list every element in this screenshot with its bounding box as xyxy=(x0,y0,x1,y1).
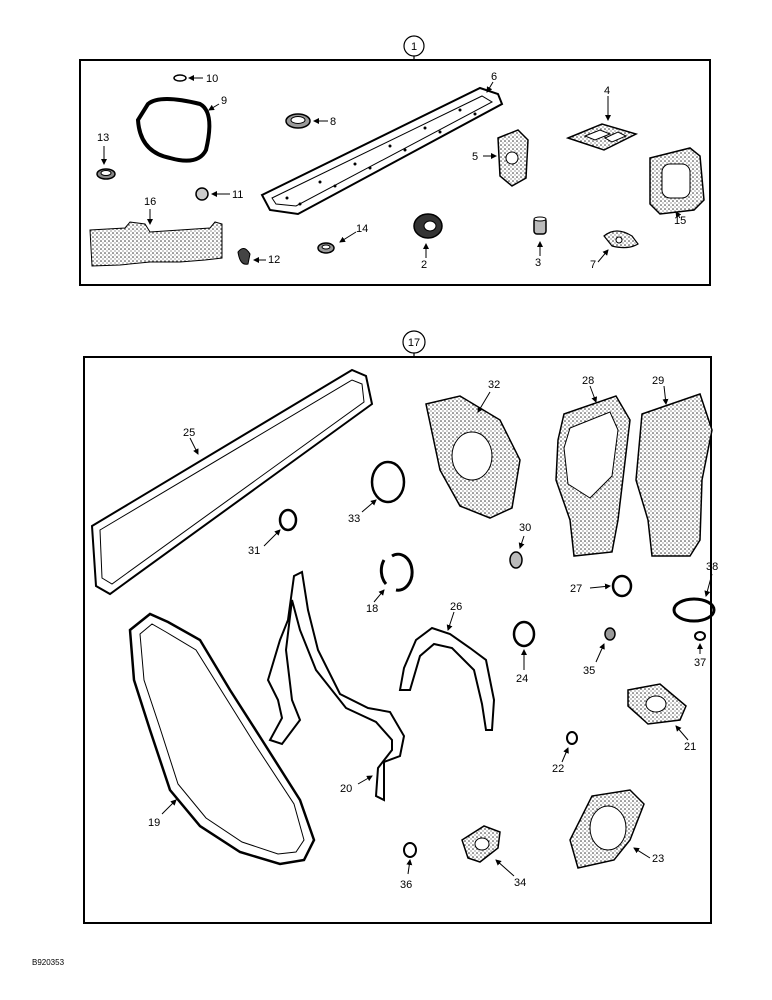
part-10-oring xyxy=(173,74,187,82)
callout-25: 25 xyxy=(183,427,195,439)
part-31-oring xyxy=(278,508,298,532)
callout-26: 26 xyxy=(450,601,462,613)
group-1-label: 1 xyxy=(411,41,417,53)
callout-33: 33 xyxy=(348,513,360,525)
part-19-gasket xyxy=(128,612,316,866)
part-22-oring xyxy=(566,731,578,745)
callout-28: 28 xyxy=(582,375,594,387)
callout-34: 34 xyxy=(514,877,526,889)
callout-19: 19 xyxy=(148,817,160,829)
callout-7: 7 xyxy=(590,259,596,271)
callout-23: 23 xyxy=(652,853,664,865)
group-17-frame xyxy=(83,356,712,924)
group-17-circle xyxy=(402,330,426,354)
callout-29: 29 xyxy=(652,375,664,387)
callout-13: 13 xyxy=(97,132,109,144)
group-1-circle xyxy=(403,35,425,57)
callout-27: 27 xyxy=(570,583,582,595)
callout-36: 36 xyxy=(400,879,412,891)
part-12-clip xyxy=(237,248,251,265)
part-27-oring xyxy=(611,574,633,598)
kit-group-1: 1 10 9 13 16 11 12 8 xyxy=(79,35,711,286)
part-38-oring xyxy=(672,597,716,623)
callout-6: 6 xyxy=(491,71,497,83)
callout-2: 2 xyxy=(421,259,427,271)
callout-3: 3 xyxy=(535,257,541,269)
callout-32: 32 xyxy=(488,379,500,391)
part-6-gasket xyxy=(260,86,504,216)
callout-8: 8 xyxy=(330,116,336,128)
callout-4: 4 xyxy=(604,85,610,97)
callout-16: 16 xyxy=(144,196,156,208)
part-25-gasket xyxy=(90,368,374,596)
callout-35: 35 xyxy=(583,665,595,677)
callout-10: 10 xyxy=(206,73,218,85)
callout-31: 31 xyxy=(248,545,260,557)
callout-5: 5 xyxy=(472,151,478,163)
callout-20: 20 xyxy=(340,783,352,795)
part-26-gasket xyxy=(398,626,496,731)
callout-9: 9 xyxy=(221,95,227,107)
part-33-oring xyxy=(370,460,406,504)
callout-24: 24 xyxy=(516,673,528,685)
part-35-seal xyxy=(604,627,616,641)
part-16-gasket xyxy=(89,221,223,267)
part-20-gasket xyxy=(266,570,406,802)
callout-38: 38 xyxy=(706,561,718,573)
part-11-plug xyxy=(195,187,209,201)
callout-22: 22 xyxy=(552,763,564,775)
part-29-gasket xyxy=(635,393,713,557)
part-30-seal xyxy=(509,551,523,569)
figure-reference: B920353 xyxy=(32,958,65,967)
kit-group-17: 17 25 31 33 32 28 29 30 xyxy=(83,330,718,924)
callout-15: 15 xyxy=(674,215,686,227)
part-18-ring xyxy=(379,552,414,592)
callout-11: 11 xyxy=(232,189,243,201)
callout-37: 37 xyxy=(694,657,706,669)
part-9-seal xyxy=(135,97,212,163)
callout-14: 14 xyxy=(356,223,368,235)
part-37-oring xyxy=(694,631,706,641)
part-24-oring xyxy=(512,620,536,648)
callout-21: 21 xyxy=(684,741,696,753)
callout-12: 12 xyxy=(268,254,280,266)
callout-18: 18 xyxy=(366,603,378,615)
part-36-oring xyxy=(403,842,417,858)
callout-30: 30 xyxy=(519,522,531,534)
group-17-label: 17 xyxy=(408,337,420,349)
group-1-frame xyxy=(79,59,711,286)
